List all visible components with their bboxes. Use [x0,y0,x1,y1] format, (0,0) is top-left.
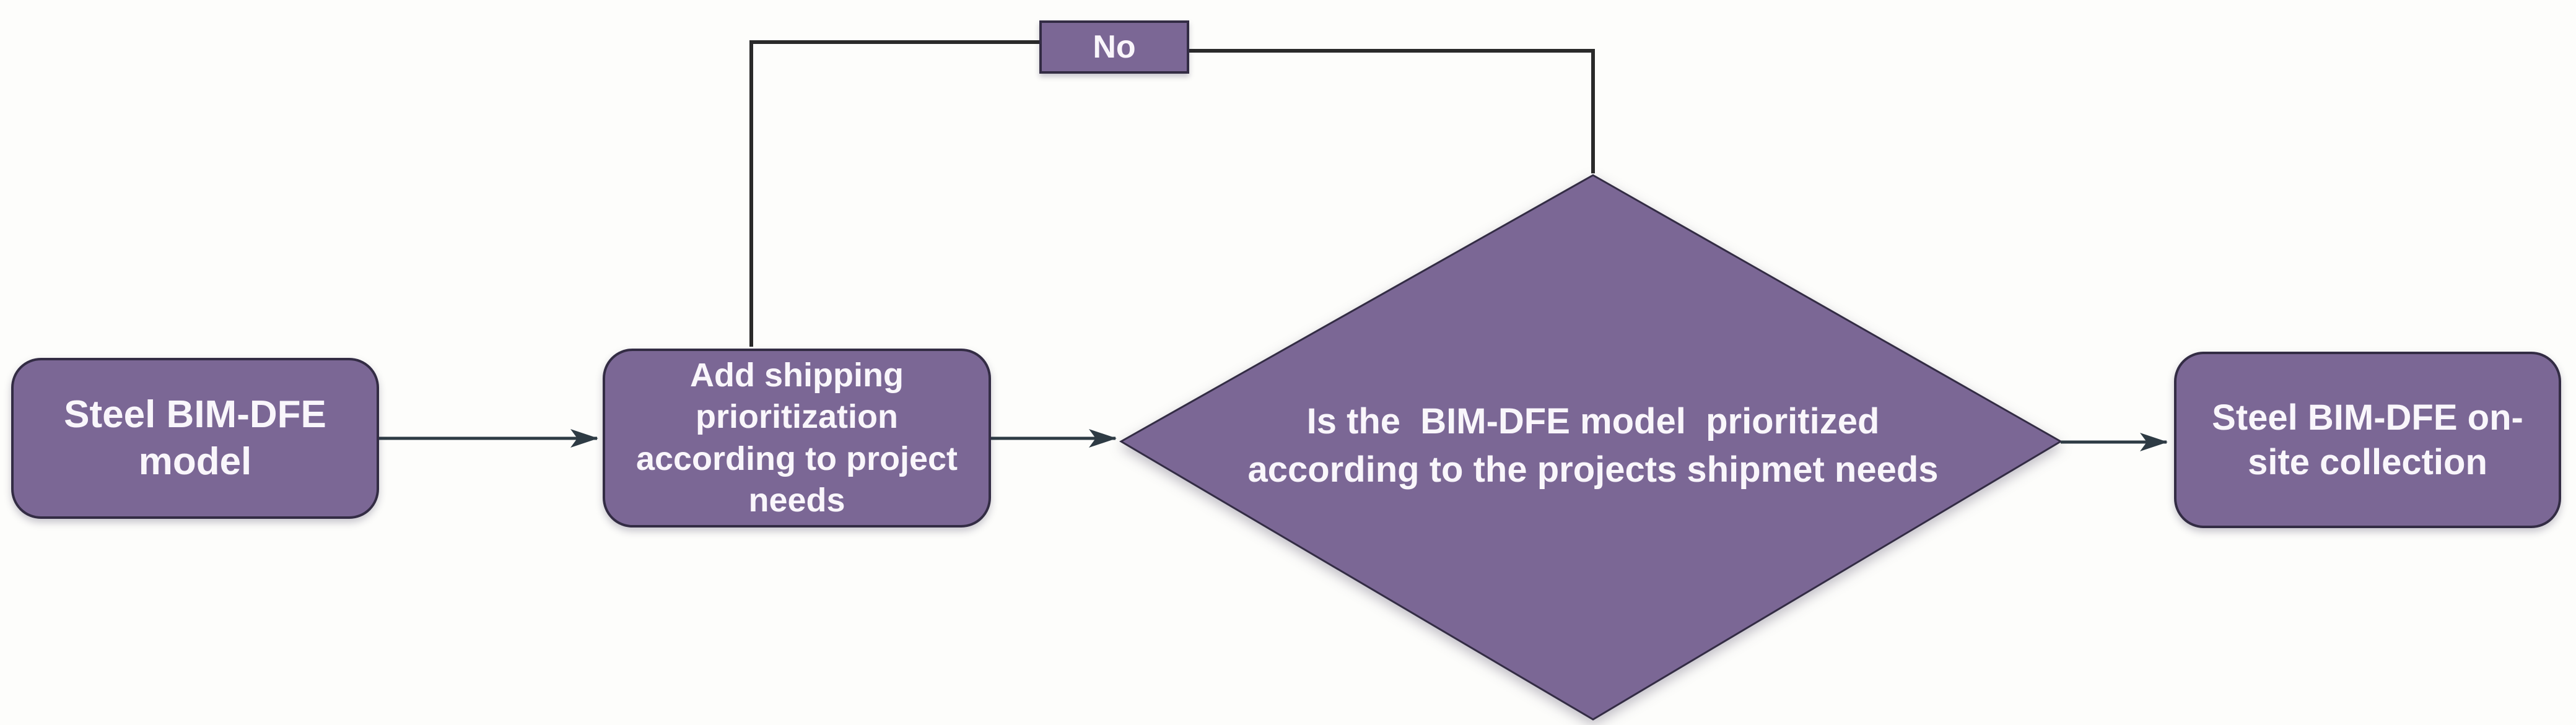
edge-no-label-text: No [1093,29,1136,65]
edge-no-loop-right-segment [1189,49,1595,173]
node-start: Steel BIM-DFE model [11,358,379,519]
edge-no-label: No [1039,20,1189,74]
decision-diamond-shape [1119,174,2063,721]
decision-label-line-1: Is the BIM-DFE model prioritized [1306,401,1880,441]
node-process-label: Add shipping prioritization according to… [635,356,958,519]
decision-label-line-2: according to the projects shipmet needs [1247,449,1939,490]
edge-no-loop-left-segment [749,40,1039,347]
node-process: Add shipping prioritization according to… [603,349,991,527]
node-end: Steel BIM-DFE on-site collection [2174,352,2561,528]
node-start-label: Steel BIM-DFE model [64,393,326,483]
node-end-label: Steel BIM-DFE on-site collection [2212,397,2523,482]
node-decision-label: Is the BIM-DFE model prioritized accordi… [1098,397,2089,494]
